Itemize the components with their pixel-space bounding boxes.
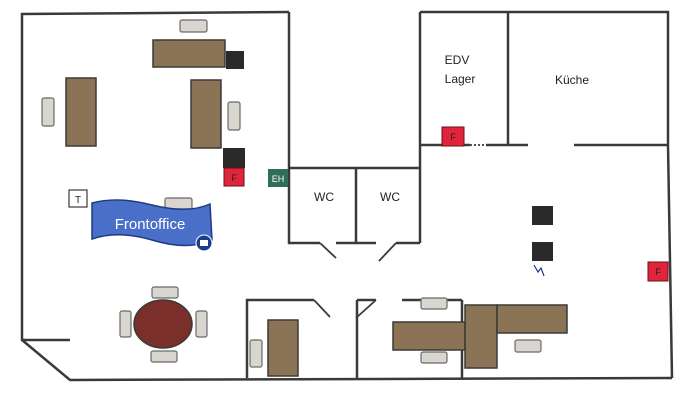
wall-top-right	[420, 10, 670, 145]
fire-extinguisher-icon	[223, 167, 245, 187]
wall-hall-right	[287, 12, 320, 245]
door-lower-mid	[355, 299, 377, 319]
chair-table-left	[119, 310, 132, 338]
fire-label-1: F	[231, 173, 237, 183]
chair-lower-right-c	[514, 339, 542, 353]
desk-lower-right-a	[392, 321, 466, 351]
camera-icon-body	[200, 240, 208, 246]
fire-extinguisher-icon	[647, 261, 669, 282]
cabinets	[223, 51, 553, 261]
chairs	[41, 19, 542, 368]
chair-lower-left	[249, 339, 263, 368]
first-aid-label: EH	[272, 174, 285, 184]
cabinet-right-b	[532, 242, 553, 261]
room-wc-left: WC	[314, 190, 334, 204]
desk-top	[152, 39, 226, 68]
door-lower-left	[313, 299, 331, 318]
telephone-icon	[68, 189, 88, 208]
fire-label-2: F	[450, 132, 456, 142]
room-wc-right: WC	[380, 190, 400, 204]
desk-center	[190, 79, 222, 149]
fire-label-3: F	[655, 267, 661, 277]
chair-center	[227, 101, 241, 131]
door-wc-left	[319, 242, 337, 259]
chair-lower-right-bottom	[420, 351, 448, 364]
chair-frontoffice	[164, 197, 193, 210]
doors	[313, 144, 486, 319]
frontoffice-banner	[91, 199, 213, 247]
wall-lower-left-room	[245, 298, 314, 378]
frontoffice-label: Frontoffice	[115, 216, 186, 233]
chair-top	[179, 19, 208, 33]
room-edv-line1: EDV	[445, 53, 470, 67]
fire-markers: F F F	[223, 126, 669, 282]
chair-table-bottom	[150, 350, 178, 363]
room-edv-line2: Lager	[445, 72, 476, 86]
chair-table-right	[195, 310, 208, 338]
conference-table	[133, 299, 193, 349]
chair-left	[41, 97, 55, 127]
telephone-label: T	[75, 195, 81, 206]
mouse-cursor-icon	[533, 264, 545, 277]
first-aid-icon	[268, 169, 288, 187]
desk-lower-right-b	[464, 304, 498, 369]
cabinet-top	[226, 51, 244, 69]
desks	[65, 39, 568, 377]
room-kueche: Küche	[555, 73, 589, 87]
cabinet-center	[223, 148, 245, 168]
chair-lower-right-top	[420, 297, 448, 310]
cabinet-right-a	[532, 206, 553, 225]
desk-left	[65, 77, 97, 147]
door-wc-right	[378, 242, 397, 262]
fire-extinguisher-icon	[441, 126, 465, 147]
chair-table-top	[151, 286, 179, 299]
desk-lower-left	[267, 319, 299, 377]
desk-lower-right-c	[496, 304, 568, 334]
wall-right	[666, 144, 674, 379]
